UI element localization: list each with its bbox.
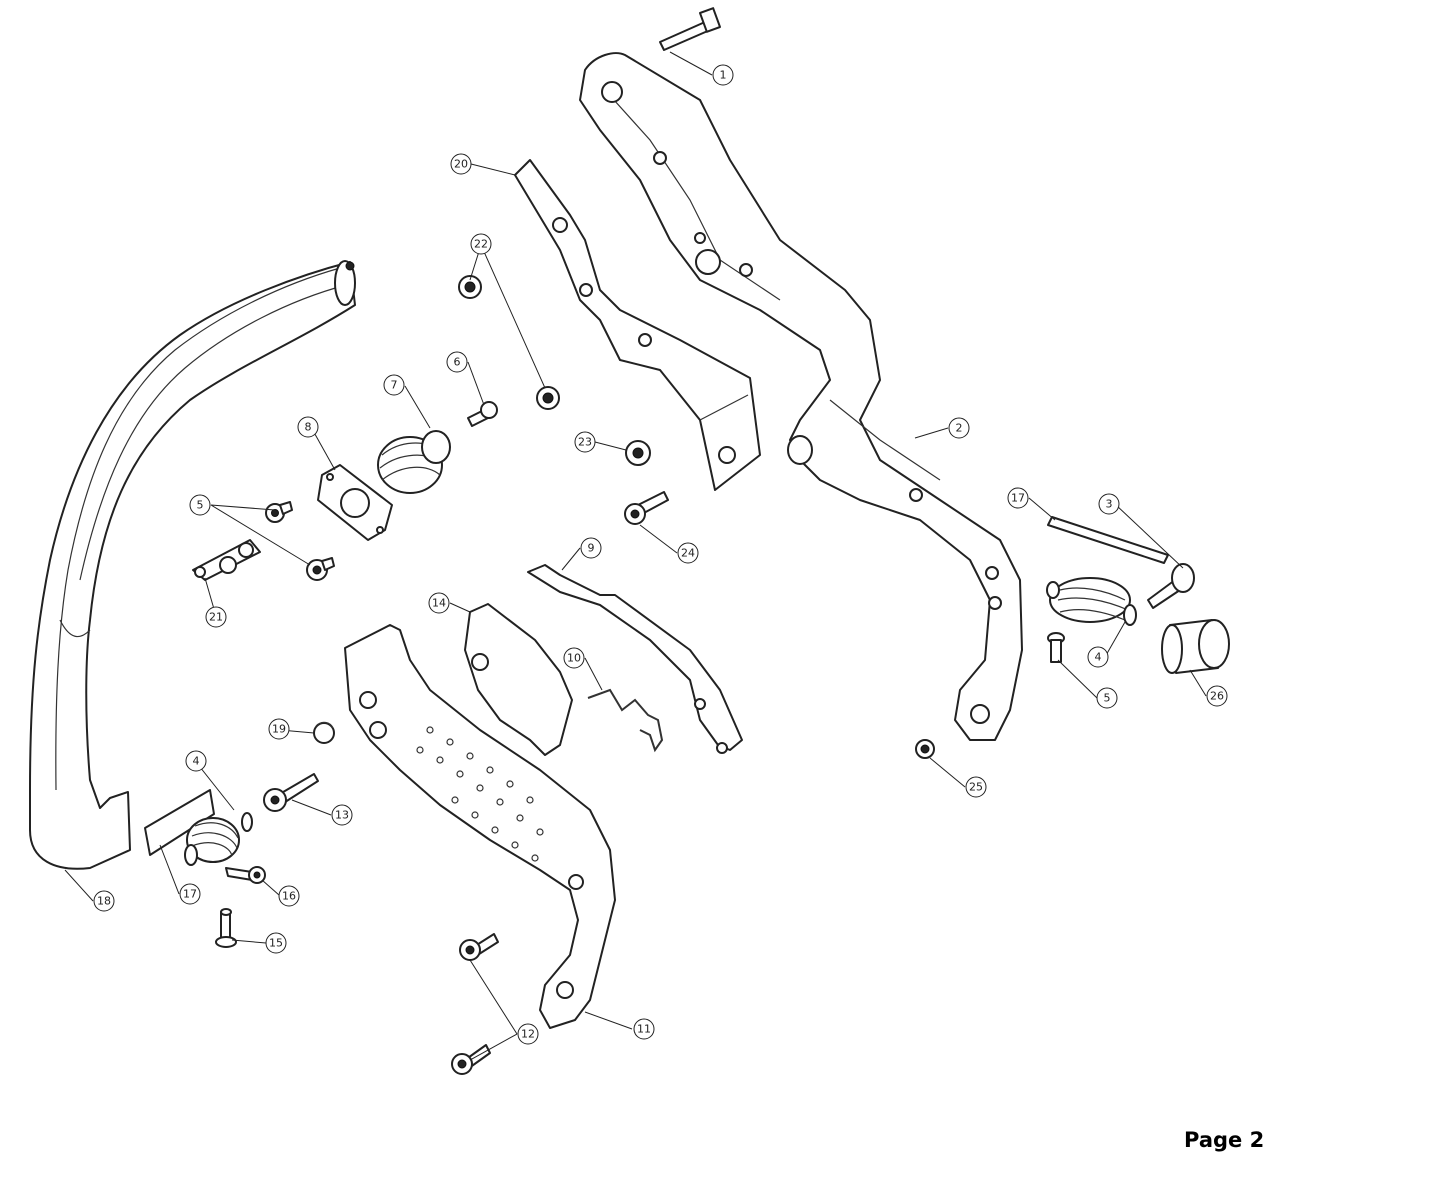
svg-text:18: 18 <box>97 895 111 908</box>
svg-text:9: 9 <box>588 542 595 555</box>
svg-text:5: 5 <box>197 499 204 512</box>
page-number-label: Page 2 <box>1184 1128 1265 1152</box>
part-6-bolt <box>467 401 498 427</box>
leader-lines <box>64 51 1207 1061</box>
callout-5-right: 5 <box>1096 687 1118 709</box>
svg-text:1: 1 <box>720 69 727 82</box>
callout-4-right: 4 <box>1087 646 1109 668</box>
svg-text:5: 5 <box>1104 692 1111 705</box>
callout-12: 12 <box>517 1023 539 1045</box>
part-16-screw <box>225 866 266 884</box>
callout-18: 18 <box>93 890 115 912</box>
svg-text:17: 17 <box>183 888 197 901</box>
part-7-spring <box>377 430 451 494</box>
part-3-pin <box>1147 563 1195 609</box>
svg-text:2: 2 <box>956 422 963 435</box>
svg-text:13: 13 <box>335 809 349 822</box>
svg-text:4: 4 <box>1095 651 1102 664</box>
part-17-plate-right <box>1047 516 1169 564</box>
part-2-rear-handle-frame <box>579 52 1023 741</box>
callout-11: 11 <box>633 1018 655 1040</box>
part-20-bracket-plate <box>514 159 761 491</box>
callout-22: 22 <box>470 233 492 255</box>
part-25-nut <box>915 739 935 759</box>
part-4-spring-right <box>1046 577 1137 626</box>
svg-text:3: 3 <box>1106 498 1113 511</box>
svg-text:15: 15 <box>269 937 283 950</box>
callout-5-left: 5 <box>189 494 211 516</box>
part-5-bolts <box>265 501 335 581</box>
part-11-handle-grip <box>344 624 616 1029</box>
callout-25: 25 <box>965 776 987 798</box>
callout-8: 8 <box>297 416 319 438</box>
callout-21: 21 <box>205 606 227 628</box>
svg-text:12: 12 <box>521 1028 535 1041</box>
svg-text:21: 21 <box>209 611 223 624</box>
svg-text:20: 20 <box>454 158 468 171</box>
svg-text:8: 8 <box>305 421 312 434</box>
callout-19: 19 <box>268 718 290 740</box>
callout-23: 23 <box>574 431 596 453</box>
part-14-cover <box>464 603 573 756</box>
callout-7: 7 <box>383 374 405 396</box>
callout-2: 2 <box>948 417 970 439</box>
callout-26: 26 <box>1206 685 1228 707</box>
part-17-plate-left <box>144 789 215 856</box>
svg-text:6: 6 <box>454 356 461 369</box>
svg-text:23: 23 <box>578 436 592 449</box>
part-23-nut <box>625 440 651 466</box>
callout-17-left: 17 <box>179 883 201 905</box>
part-10-wire-spring <box>587 688 664 753</box>
svg-text:16: 16 <box>282 890 296 903</box>
svg-text:24: 24 <box>681 547 695 560</box>
svg-text:19: 19 <box>272 723 286 736</box>
callout-24: 24 <box>677 542 699 564</box>
svg-text:25: 25 <box>969 781 983 794</box>
part-26-bushing <box>1161 619 1230 674</box>
svg-text:22: 22 <box>474 238 488 251</box>
part-22-nuts <box>458 275 560 410</box>
callout-15: 15 <box>265 932 287 954</box>
callout-17-right: 17 <box>1007 487 1029 509</box>
part-4-spring-left <box>184 812 253 866</box>
part-19-cap <box>313 721 335 744</box>
callout-16: 16 <box>278 885 300 907</box>
svg-text:14: 14 <box>432 597 446 610</box>
callout-4-left: 4 <box>185 750 207 772</box>
part-8-gasket <box>317 464 393 541</box>
svg-text:7: 7 <box>391 379 398 392</box>
part-13-screw <box>263 773 319 812</box>
callout-bubbles: 1 2 3 4 4 5 5 6 7 8 9 10 11 12 13 14 15 … <box>93 64 1228 1045</box>
part-18-front-handle-bar <box>29 260 356 870</box>
callout-6: 6 <box>446 351 468 373</box>
part-15-pin <box>215 908 237 948</box>
callout-3: 3 <box>1098 493 1120 515</box>
callout-13: 13 <box>331 804 353 826</box>
svg-text:26: 26 <box>1210 690 1224 703</box>
part-9-lever <box>527 564 743 754</box>
svg-text:17: 17 <box>1011 492 1025 505</box>
svg-text:4: 4 <box>193 755 200 768</box>
part-21-link <box>192 539 261 581</box>
callout-14: 14 <box>428 592 450 614</box>
part-24-screw <box>624 491 669 525</box>
callout-1: 1 <box>712 64 734 86</box>
callout-9: 9 <box>580 537 602 559</box>
callout-20: 20 <box>450 153 472 175</box>
part-5-bolt-right <box>1047 632 1065 663</box>
svg-text:11: 11 <box>637 1023 651 1036</box>
svg-text:10: 10 <box>567 652 581 665</box>
part-1-long-bolt <box>659 7 721 51</box>
part-12-screws <box>451 933 499 1075</box>
callout-10: 10 <box>563 647 585 669</box>
